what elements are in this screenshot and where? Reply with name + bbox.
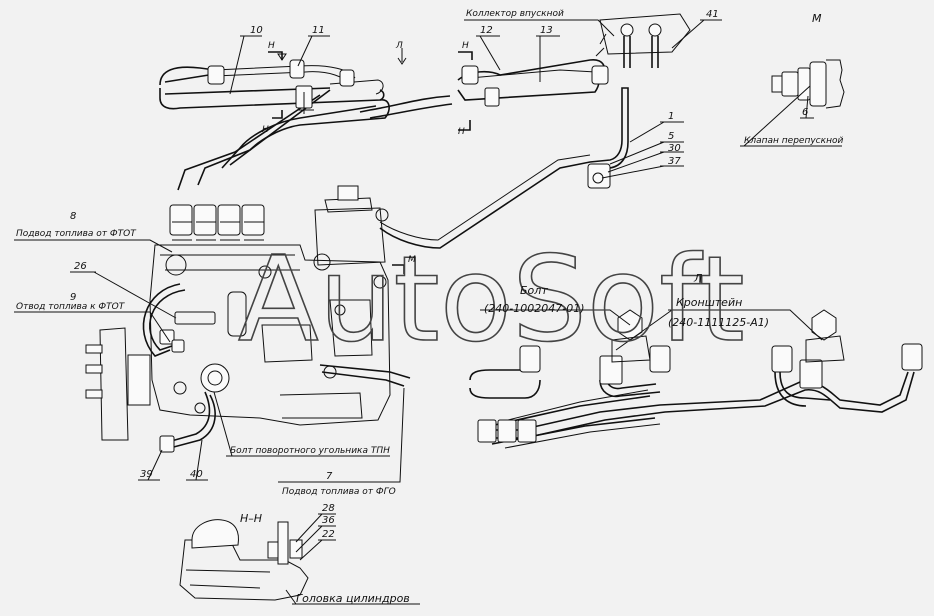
pos-40: 40 [190, 469, 203, 480]
pos-6: 6 [802, 107, 808, 118]
pos-37: 37 [668, 156, 681, 167]
pos-9: 9 [70, 292, 76, 303]
pos-11: 11 [312, 25, 325, 36]
pos-7: 7 [326, 471, 333, 482]
label-head: Головка цилиндров [296, 592, 410, 605]
watermark-text: AutoSoft [238, 230, 745, 368]
mark-n-3: Н [462, 41, 469, 51]
view-l-lines [469, 309, 923, 449]
label-view-l: Л [693, 272, 702, 285]
pos-12: 12 [480, 25, 493, 36]
pos-1: 1 [668, 111, 674, 122]
mark-n-4: Н [458, 127, 465, 137]
label-fuel-in-ftot: Подвод топлива от ФТОТ [16, 229, 137, 239]
label-bolt: Болт [520, 284, 548, 297]
text-labels: Коллектор впускной Подвод топлива от ФТО… [16, 9, 843, 605]
label-view-m: М [812, 12, 822, 25]
label-bracket-code: (240-1111125-А1) [668, 316, 769, 329]
pos-36: 36 [322, 515, 335, 526]
leader-lines [14, 19, 842, 605]
pos-28: 28 [322, 503, 335, 514]
pos-8: 8 [70, 211, 76, 222]
pos-22: 22 [322, 529, 335, 540]
collector-detail [595, 13, 691, 68]
label-fuel-out-ftot: Отвод топлива к ФТОТ [16, 302, 126, 312]
upper-fuel-lines [159, 59, 390, 191]
label-collector: Коллектор впускной [466, 9, 564, 19]
label-valve: Клапан перепускной [744, 136, 843, 146]
label-fuel-in-fgo: Подвод топлива от ФГО [282, 487, 396, 497]
pos-39: 39 [140, 469, 153, 480]
mark-n-2: Н [262, 125, 269, 135]
section-nn [179, 519, 309, 601]
pos-10: 10 [250, 25, 263, 36]
pos-30: 30 [668, 143, 681, 154]
mark-l: Л [395, 41, 403, 51]
pos-41: 41 [706, 9, 719, 20]
view-m-valve [771, 59, 845, 109]
pos-5: 5 [668, 131, 674, 142]
mark-n-1: Н [268, 41, 275, 51]
pos-13: 13 [540, 25, 553, 36]
label-bolt-code: (240-1002047-01) [484, 302, 585, 315]
position-numbers: 10 11 12 13 41 1 5 30 37 8 26 9 6 39 40 … [70, 9, 808, 540]
pump-body [85, 185, 411, 453]
label-section-nn: Н–Н [240, 512, 262, 525]
pos-26: 26 [74, 261, 87, 272]
mark-m: М [408, 255, 416, 265]
label-bracket: Кронштейн [676, 296, 742, 309]
section-marks [268, 48, 473, 274]
label-bolt-tpn: Болт поворотного угольника ТПН [230, 446, 390, 456]
upper-right-lines [359, 59, 629, 249]
